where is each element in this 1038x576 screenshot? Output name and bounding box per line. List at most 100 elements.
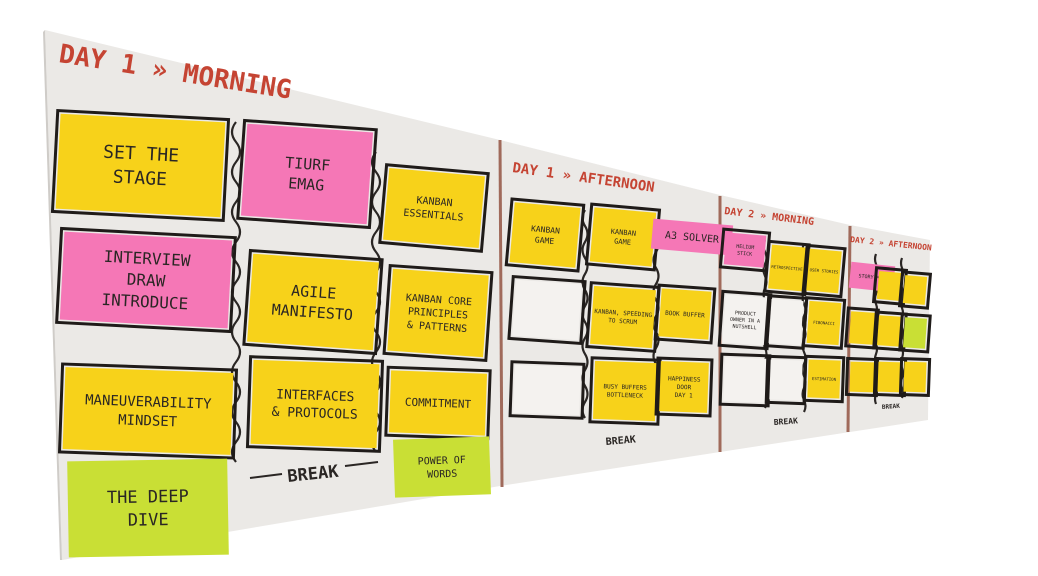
- note-frame: [653, 283, 717, 345]
- sticky-note-text: POWER OF: [418, 455, 467, 468]
- sticky-note-text: KANBAN CORE: [405, 293, 472, 309]
- sticky-note: FIBONACCI: [801, 296, 847, 350]
- sticky-note: [507, 274, 587, 346]
- sticky-note-paper: [902, 317, 928, 349]
- note-frame: [504, 197, 586, 273]
- sticky-note-paper: [877, 361, 903, 393]
- sticky-note: [764, 354, 808, 406]
- sticky-note-paper: [848, 311, 876, 345]
- sticky-note-text: A3 SOLVER: [664, 230, 720, 246]
- sticky-note-paper: [658, 288, 712, 340]
- sticky-note: [844, 306, 880, 350]
- sticky-note-paper: [849, 361, 875, 393]
- note-frame: [384, 365, 492, 441]
- sticky-note-text: DOOR: [677, 384, 692, 392]
- sticky-note-paper: [513, 364, 581, 416]
- sticky-note-text: DIVE: [128, 510, 169, 531]
- sticky-note-paper: [722, 294, 768, 346]
- break-marker: BREAK: [605, 434, 636, 448]
- whiteboard-left-edge: [43, 30, 62, 560]
- sticky-note-paper: [240, 123, 374, 225]
- sticky-note-text: BOTTLENECK: [607, 392, 644, 400]
- break-label: BREAK: [882, 403, 901, 411]
- sticky-note: [898, 356, 932, 398]
- sticky-note-paper: [650, 218, 734, 256]
- sticky-note: A3 SOLVER: [650, 218, 734, 256]
- sticky-note-text: KANBAN: [610, 228, 636, 238]
- note-frame: [898, 356, 932, 398]
- sticky-note-text: MANIFESTO: [271, 301, 353, 325]
- sticky-note-text: HELIUM: [736, 244, 755, 252]
- sticky-note-text: GAME: [614, 237, 631, 246]
- sticky-note-paper: [62, 367, 234, 455]
- note-frame: [801, 296, 847, 350]
- sticky-note-text: THE DEEP: [107, 487, 189, 508]
- sticky-note-paper: [903, 361, 927, 393]
- sticky-note-text: DAY 1: [675, 392, 694, 400]
- sticky-note-paper: [387, 268, 489, 358]
- sticky-note: COMMITMENT: [384, 365, 492, 441]
- sticky-note-paper: [876, 315, 904, 347]
- sticky-note-text: KANBAN: [416, 195, 453, 209]
- break-marker: BREAK: [882, 403, 901, 411]
- sticky-note-text: AGILE: [291, 282, 337, 303]
- sticky-note-text: & PATTERNS: [407, 320, 468, 335]
- sticky-note-text: FIBONACCI: [813, 320, 836, 327]
- sticky-note-paper: [902, 275, 928, 305]
- sticky-note-text: INTERFACES: [276, 387, 355, 405]
- note-frame: [588, 356, 662, 426]
- sticky-note-paper: [589, 207, 657, 267]
- sticky-note-text: HAPPINESS: [668, 375, 701, 383]
- sticky-note-text: PRINCIPLES: [408, 306, 469, 321]
- break-label: BREAK: [605, 434, 636, 448]
- note-frame: [508, 360, 586, 420]
- sticky-note-text: RETROSPECTIVE: [771, 264, 803, 272]
- sticky-note: BOOK BUFFER: [653, 283, 717, 345]
- sticky-note-text: & PROTOCOLS: [271, 405, 358, 423]
- break-label: BREAK: [774, 416, 799, 427]
- sticky-note-text: TO SCRUM: [608, 317, 638, 326]
- sticky-note: RETROSPECTIVE: [763, 239, 811, 297]
- sticky-note-paper: [768, 298, 804, 346]
- sticky-note-paper: [807, 359, 841, 399]
- sticky-note-paper: [593, 360, 657, 422]
- sticky-note-paper: [509, 202, 581, 268]
- note-frame: [245, 355, 385, 453]
- sticky-note-text: MANEUVERABILITY: [85, 392, 212, 412]
- sticky-note: [508, 360, 586, 420]
- sticky-note-paper: [388, 370, 488, 436]
- sticky-note-paper: [768, 244, 806, 292]
- sticky-note-paper: [876, 271, 904, 301]
- note-frame: [898, 312, 932, 354]
- note-frame: [801, 243, 847, 299]
- sticky-note: INTERFACES& PROTOCOLS: [245, 355, 385, 453]
- sticky-note-text: NUTSHELL: [732, 324, 756, 332]
- sticky-note-paper: [393, 436, 491, 498]
- sticky-note-text: STICK: [737, 250, 753, 257]
- note-frame: [897, 270, 933, 310]
- sticky-note-text: MINDSET: [118, 412, 178, 430]
- note-frame: [50, 109, 231, 222]
- note-frame: [507, 274, 587, 346]
- sticky-note: USER STORIES: [801, 243, 847, 299]
- section-divider: [498, 139, 504, 488]
- sticky-note-text: USER STORIES: [809, 267, 839, 275]
- sticky-note-paper: [67, 458, 229, 558]
- note-frame: [236, 118, 378, 230]
